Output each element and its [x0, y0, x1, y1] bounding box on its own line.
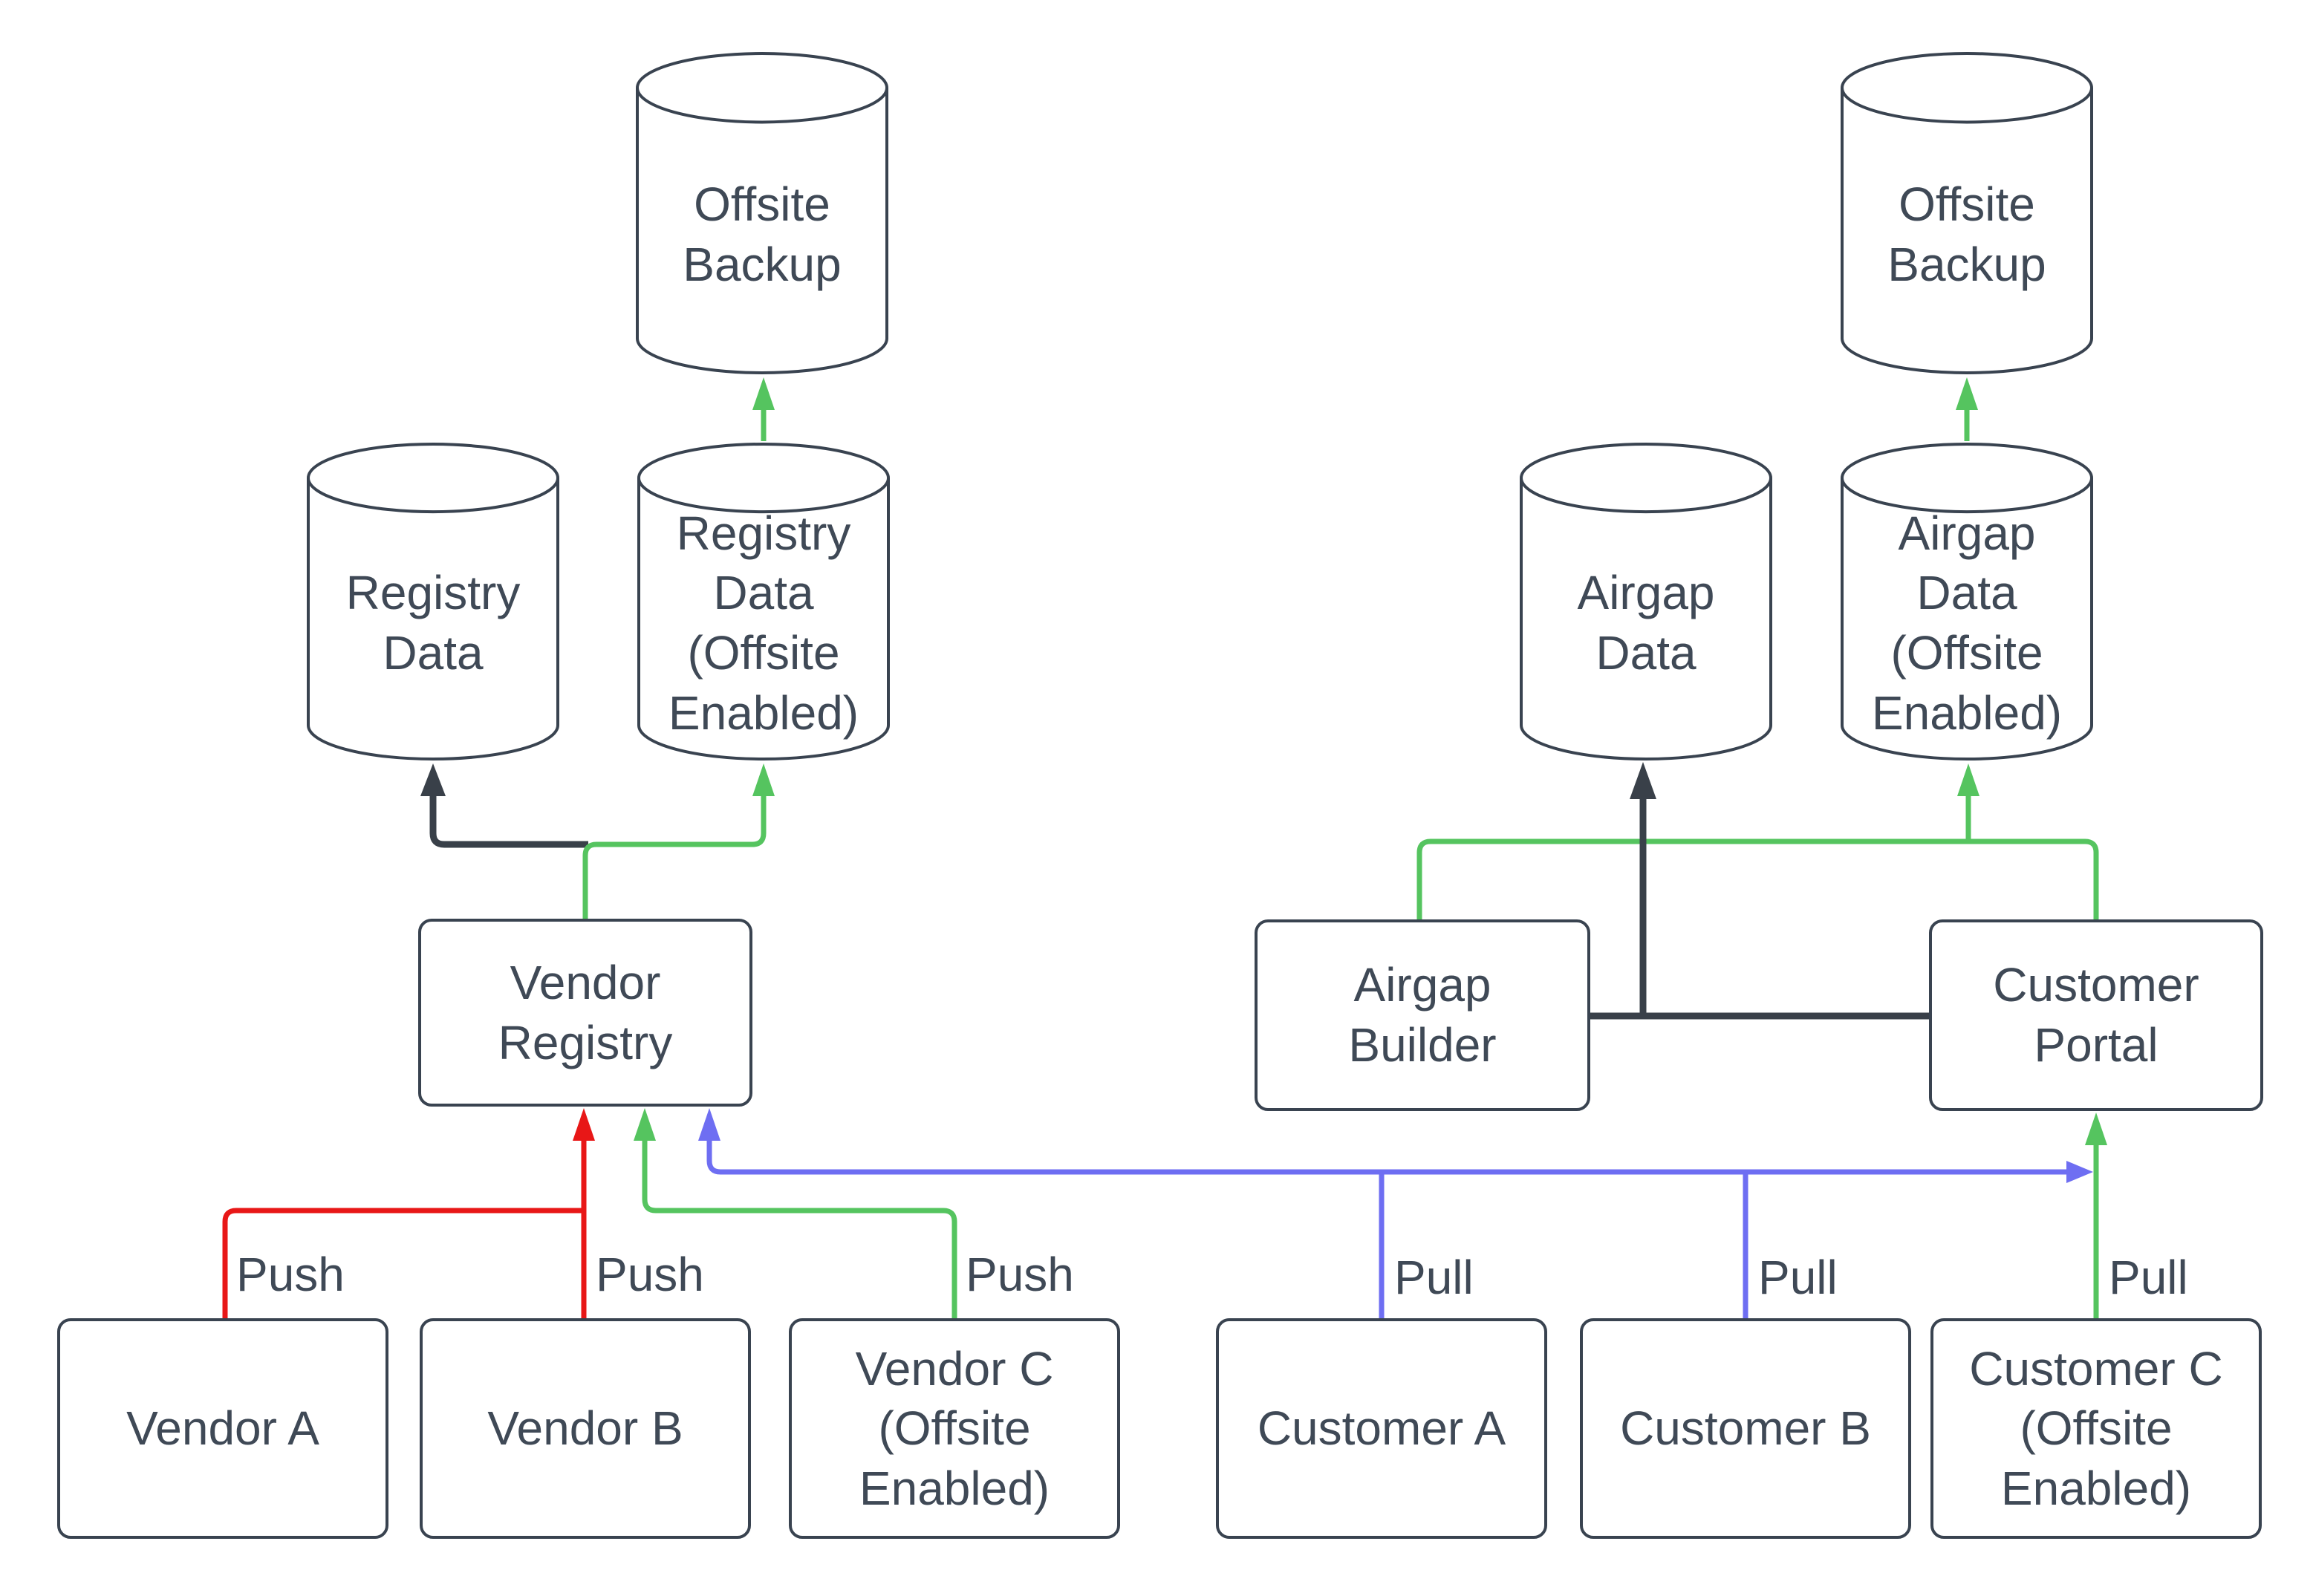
- node-customer-portal: Customer Portal: [1929, 919, 2263, 1111]
- node-label: Airgap Data: [1577, 566, 1715, 680]
- node-vendor-a: Vendor A: [57, 1318, 388, 1539]
- node-customer-c: Customer C (Offsite Enabled): [1930, 1318, 2262, 1539]
- node-customer-a: Customer A: [1216, 1318, 1547, 1539]
- node-label: Customer C (Offsite Enabled): [1969, 1341, 2223, 1515]
- edge-vendor-c-push-line: [642, 1141, 957, 1318]
- node-vendor-registry: Vendor Registry: [418, 919, 752, 1107]
- edge-vendor-push-arrowhead: [573, 1108, 595, 1141]
- node-offsite-backup-left: Offsite Backup: [635, 51, 889, 376]
- cylinder-shape: [1519, 441, 1773, 762]
- cylinder-shape: [1840, 51, 2094, 376]
- edge-label-vendor-a-push: Push: [236, 1248, 345, 1301]
- node-registry-data: Registry Data: [306, 441, 560, 762]
- node-label: Vendor Registry: [498, 955, 673, 1069]
- edge-airgap-data-offsite-arrowhead: [1957, 763, 1979, 796]
- edge-registry-data-offsite-line: [582, 796, 767, 919]
- edge-customer-c-pull-arrowhead: [2085, 1113, 2107, 1145]
- node-label: Vendor A: [126, 1401, 319, 1456]
- node-airgap-builder: Airgap Builder: [1255, 919, 1590, 1111]
- node-label: Registry Data (Offsite Enabled): [668, 506, 859, 740]
- node-label: Offsite Backup: [683, 177, 842, 291]
- edge-pull-trunk-line: [706, 1141, 2069, 1175]
- cylinder-shape: [1840, 441, 2094, 762]
- edge-pull-trunk-right-arrowhead: [2066, 1161, 2093, 1183]
- edge-airgap-data-arrowhead: [1630, 762, 1656, 799]
- node-label: Vendor B: [487, 1401, 683, 1456]
- node-label: Airgap Data (Offsite Enabled): [1871, 506, 2063, 740]
- node-airgap-data-offsite: Airgap Data (Offsite Enabled): [1840, 441, 2094, 762]
- edge-vendor-a-push-line: [222, 1208, 584, 1318]
- edge-label-vendor-b-push: Push: [596, 1248, 704, 1301]
- node-label: Airgap Builder: [1348, 958, 1497, 1072]
- node-label: Customer Portal: [1993, 958, 2199, 1072]
- cylinder-shape: [306, 441, 560, 762]
- node-label: Customer A: [1257, 1401, 1506, 1456]
- node-registry-data-offsite: Registry Data (Offsite Enabled): [637, 441, 891, 762]
- edge-label-vendor-c-push: Push: [966, 1248, 1074, 1301]
- node-label: Registry Data: [345, 566, 521, 680]
- edge-pull-trunk-arrowhead: [698, 1108, 720, 1141]
- node-vendor-b: Vendor B: [420, 1318, 751, 1539]
- node-label: Customer B: [1620, 1401, 1871, 1456]
- edge-label-customer-a-pull: Pull: [1394, 1251, 1474, 1304]
- edge-registry-data-line: [429, 796, 588, 848]
- edge-vendor-c-push-arrowhead: [634, 1108, 656, 1141]
- node-airgap-data: Airgap Data: [1519, 441, 1773, 762]
- node-customer-b: Customer B: [1580, 1318, 1911, 1539]
- node-vendor-c: Vendor C (Offsite Enabled): [789, 1318, 1120, 1539]
- edge-label-customer-b-pull: Pull: [1758, 1251, 1838, 1304]
- cylinder-shape: [635, 51, 889, 376]
- node-label: Offsite Backup: [1887, 177, 2046, 291]
- edge-offsite-backup-right-arrowhead: [1956, 377, 1978, 410]
- cylinder-shape: [637, 441, 891, 762]
- edge-registry-data-arrowhead: [420, 763, 446, 796]
- node-label: Vendor C (Offsite Enabled): [855, 1341, 1054, 1515]
- node-offsite-backup-right: Offsite Backup: [1840, 51, 2094, 376]
- edge-offsite-backup-left-arrowhead: [752, 377, 775, 410]
- edge-airgap-offsite-horizontal-line: [1416, 838, 2099, 921]
- edge-label-customer-c-pull: Pull: [2109, 1251, 2188, 1304]
- edge-registry-data-offsite-arrowhead: [752, 763, 775, 796]
